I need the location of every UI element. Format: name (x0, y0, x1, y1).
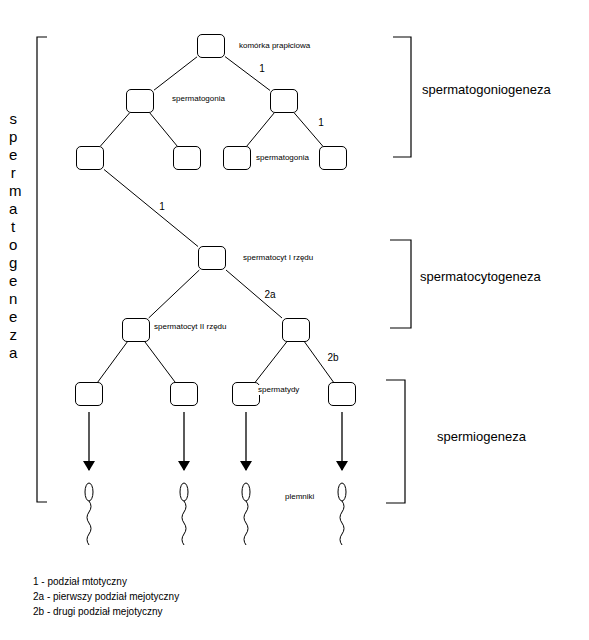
division-line (225, 57, 270, 91)
division-number: 1 (158, 201, 166, 212)
sperm-head (242, 483, 250, 501)
cell-box: komórka prapłciowa (197, 34, 225, 58)
division-line (104, 169, 198, 246)
cell-box: spermatogonia (126, 89, 154, 113)
division-line (145, 342, 175, 382)
cell-box (76, 146, 104, 170)
cell-label: spermatogonia (255, 153, 310, 163)
sperm-tail (340, 501, 344, 545)
division-line (98, 342, 127, 382)
cell-box (170, 382, 198, 406)
division-line (226, 270, 282, 318)
sperm-tail (87, 501, 91, 545)
division-number: 2a (263, 289, 276, 300)
maturation-arrow (88, 412, 89, 470)
cell-label: spermatydy (257, 385, 300, 395)
process-title: spermatogeneza (9, 110, 17, 362)
division-line (247, 113, 274, 146)
legend-note: 2a - pierwszy podział mejotyczny (33, 591, 179, 603)
stage-bracket (386, 380, 405, 503)
sperm-tail (182, 501, 186, 545)
cell-label: spermatogonia (171, 94, 226, 104)
legend-note: 1 - podział mtotyczny (33, 576, 127, 588)
stage-name: spermiogeneza (437, 429, 526, 445)
sperm-head (85, 483, 93, 501)
legend-note: 2b - drugi podział mejotyczny (33, 606, 163, 618)
sperm-tail (244, 501, 248, 545)
cell-box: spermatocyt I rzędu (198, 246, 226, 270)
stage-bracket (390, 240, 411, 328)
cell-box: spermatydy (232, 382, 260, 406)
maturation-arrow (245, 412, 246, 470)
division-line (154, 57, 197, 90)
maturation-arrow (183, 412, 184, 470)
stage-name: spermatogoniogeneza (422, 82, 551, 98)
division-line (101, 113, 130, 146)
division-line (150, 113, 177, 146)
division-line (149, 270, 200, 318)
cell-box (328, 382, 356, 406)
stage-bracket (393, 37, 411, 157)
cell-box (270, 89, 298, 113)
cell-box (319, 146, 347, 170)
maturation-arrow (341, 412, 342, 470)
cell-box (75, 382, 103, 406)
division-number: 2b (326, 352, 339, 363)
division-number: 1 (258, 63, 266, 74)
stage-name: spermatocytogeneza (420, 269, 541, 285)
division-number: 1 (317, 117, 325, 128)
spermatogenesis-bracket (37, 37, 47, 502)
sperm-head (180, 483, 188, 501)
cell-box: spermatogonia (223, 146, 251, 170)
sperm-head (338, 483, 346, 501)
division-line (255, 342, 286, 382)
cell-box: spermatocyt II rzędu (122, 318, 150, 342)
cell-box (282, 318, 310, 342)
cell-label: plemniki (285, 492, 314, 502)
cell-label: komórka prapłciowa (238, 41, 311, 51)
cell-label: spermatocyt II rzędu (153, 322, 227, 332)
cell-box (173, 146, 201, 170)
cell-label: spermatocyt I rzędu (242, 253, 314, 263)
